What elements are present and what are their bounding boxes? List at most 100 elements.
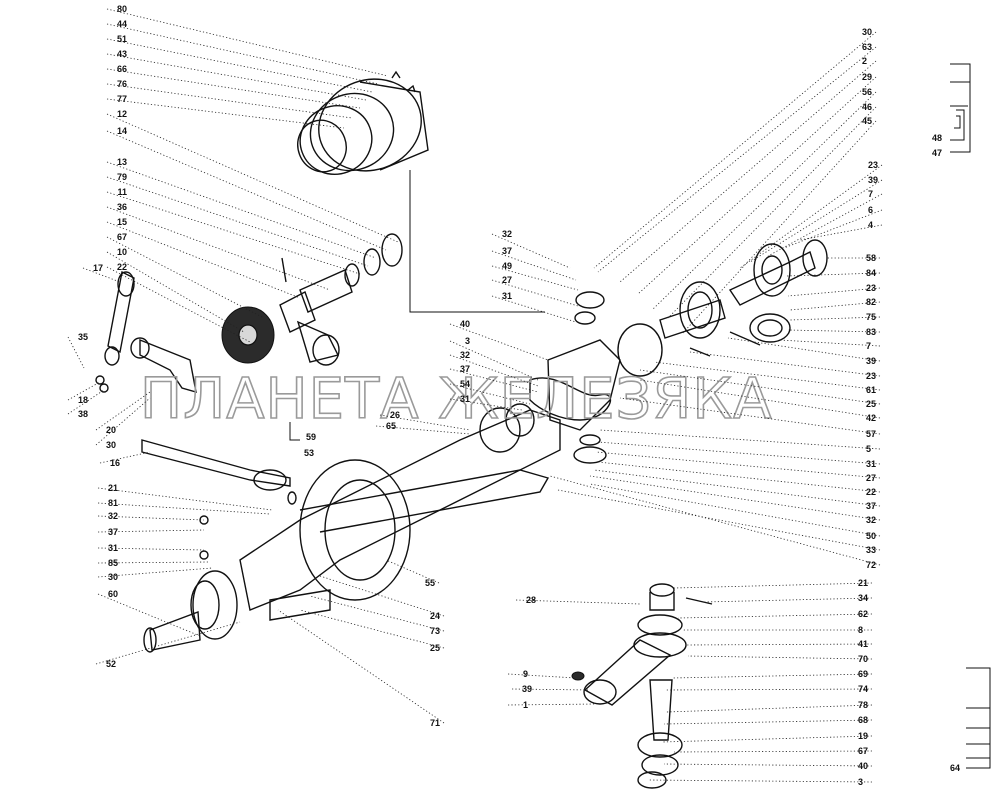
callout-bottom-right-left-label: 9 [523,669,528,679]
callout-bottom-mid-label: 71 [430,718,440,728]
callout-bottom-mid-leader [299,609,445,649]
callout-bottom-right-label: 19 [858,731,868,741]
callout-top-left-leader [106,68,361,109]
callout-right-label: 45 [862,116,872,126]
callout-right-label: 31 [866,459,876,469]
callout-bottom-right-label: 34 [858,593,868,603]
callout-left-leader [97,593,201,637]
callout-bottom-right-label: 8 [858,625,863,635]
callout-bottom-right-label: 40 [858,761,868,771]
callout-bottom-mid-label: 59 [306,432,316,442]
callout-left-label: 31 [108,543,118,553]
callout-top-left-leader [106,83,353,119]
callout-top-left-leader [106,251,245,333]
callout-bottom-right-leader [647,779,873,783]
clutch-pack-drawing [297,70,429,175]
callout-left-label: 16 [110,458,120,468]
callout-top-left-label: 36 [117,202,127,212]
callout-left-label: 30 [108,572,118,582]
callout-hub-group-label: 49 [502,261,512,271]
callout-bottom-right-label: 41 [858,639,868,649]
callout-right-leader [589,475,881,521]
callout-right-leader [597,441,881,465]
callout-right-label: 22 [866,487,876,497]
callout-mid-left-leader [375,425,471,435]
callout-right-leader [619,397,881,435]
callout-right-leader [749,179,883,263]
callout-hub-group-leader [491,233,571,269]
callout-left-label: 18 [78,395,88,405]
callout-bottom-mid-label: 53 [304,448,314,458]
callout-right-leader [595,451,881,479]
callout-bottom-mid-label: 73 [430,626,440,636]
callout-top-left-label: 14 [117,126,127,136]
callout-hub-group-label: 27 [502,275,512,285]
callout-bottom-right-leader [663,719,873,725]
callout-left-label: 85 [108,558,118,568]
callout-bottom-right-leader [661,735,873,743]
callout-bottom-right-left-leader [515,599,641,605]
callout-top-left-label: 12 [117,109,127,119]
callout-bottom-right-label: 69 [858,669,868,679]
callout-top-left-leader [106,38,373,93]
part-drawings [95,70,828,789]
callout-top-left-label: 51 [117,34,127,44]
callout-left-leader [97,567,213,578]
callout-left-label: 17 [93,263,103,273]
callout-right-label: 56 [862,87,872,97]
callout-bottom-right-left-label: 39 [522,684,532,694]
callout-labels: 8044514366767712141379113615671022173518… [67,4,960,787]
callout-top-left-leader [106,161,377,259]
callout-right-label: 83 [866,327,876,337]
callout-right-leader [799,224,883,241]
callout-left-label: 37 [108,527,118,537]
callout-right-label: 33 [866,545,876,555]
callout-right-label: 75 [866,312,876,322]
callout-bottom-right-leader [663,763,873,767]
callout-bottom-right-label: 78 [858,700,868,710]
callout-right-leader [637,76,877,295]
callout-right-label: 25 [866,399,876,409]
callout-mid-left-label: 3 [465,336,470,346]
callout-left-leader [97,502,271,515]
callout-top-left-leader [106,53,367,101]
watermark-text: ПЛАНЕТА ЖЕЛЕЗЯКА [140,367,772,432]
callout-right-leader [549,475,881,566]
callout-top-left-label: 44 [117,19,127,29]
callout-bottom-right-left-leader [511,688,591,691]
callout-bottom-right-left-leader [507,673,577,679]
callout-left-leader [95,391,151,431]
callout-right-leader [689,351,881,377]
axle-housing-drawing [143,403,561,653]
callout-right-label: 39 [866,356,876,366]
callout-right-leader [589,483,881,537]
callout-left-leader [67,389,105,415]
callout-mid-left-leader [449,368,539,393]
callout-hub-group-leader [491,265,579,291]
steering-arm-drawing [95,270,291,491]
callout-right-leader [597,461,881,493]
callout-right-label: 46 [862,102,872,112]
callout-top-left-label: 67 [117,232,127,242]
callout-right-leader [783,209,883,249]
callout-bottom-right-left-label: 28 [526,595,536,605]
callout-left-label: 35 [78,332,88,342]
callout-top-left-leader [106,8,389,77]
callout-left-label: 20 [106,425,116,435]
callout-top-left-leader [106,191,361,275]
callout-mid-left-label: 37 [460,364,470,374]
knuckle-drawing [529,291,663,464]
callout-right-label: 58 [866,253,876,263]
callout-right-label: 32 [866,515,876,525]
callout-bottom-right-label: 67 [858,746,868,756]
callout-left-leader [95,621,241,665]
callout-right-label: 30 [862,27,872,37]
callout-top-left-label: 80 [117,4,127,14]
callout-right-leader [789,316,881,321]
callout-mid-left-label: 54 [460,379,470,389]
callout-right-leader [785,272,881,277]
bracket-bottom-right-label: 64 [950,763,960,773]
callout-hub-group-leader [491,250,577,281]
hub-drawing [659,239,828,357]
